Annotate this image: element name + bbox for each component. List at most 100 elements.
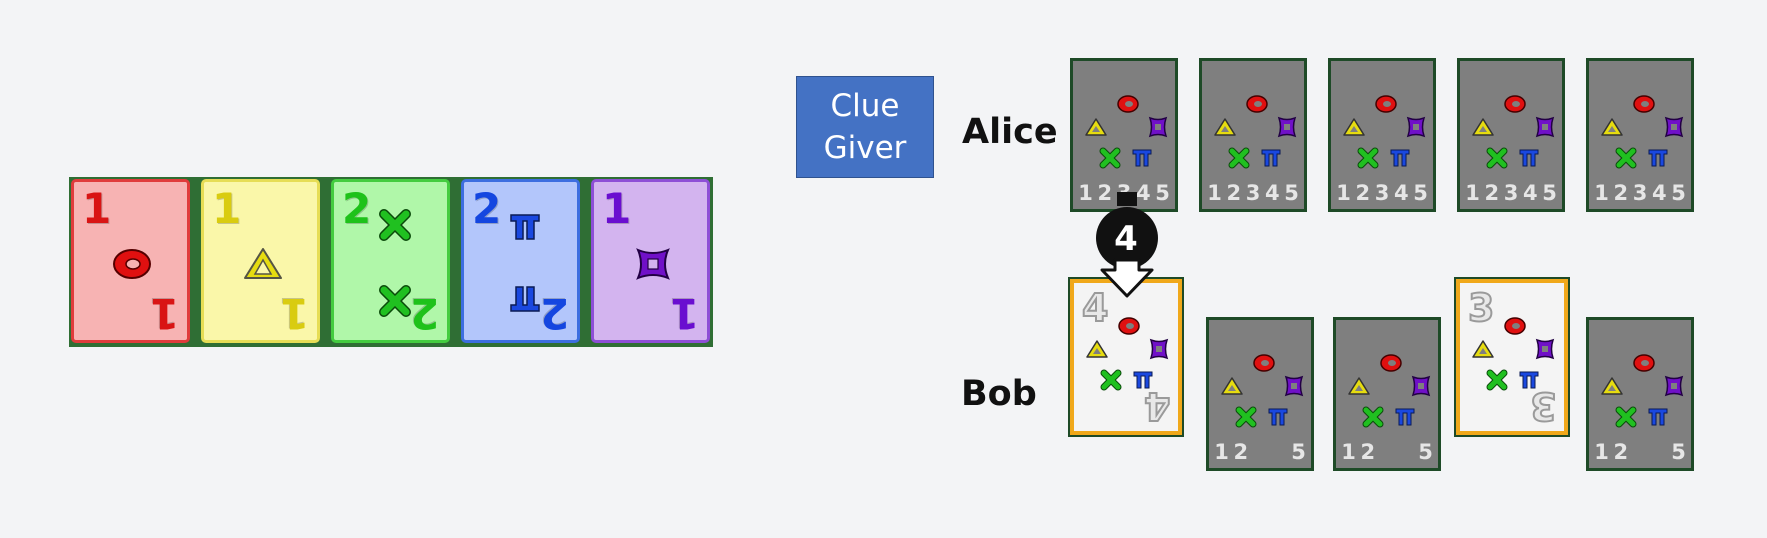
possible-rank: 5	[1284, 181, 1299, 205]
purple-square-icon	[1535, 116, 1555, 138]
possible-rank: 4	[1651, 181, 1667, 205]
clue-value: 4	[1114, 219, 1138, 259]
possible-rank: 3	[1374, 181, 1390, 205]
yellow-triangle-icon	[244, 248, 282, 279]
green-cross-icon	[1486, 147, 1508, 169]
clue-giver-line2: Giver	[823, 130, 907, 166]
possible-rank: 4	[1522, 181, 1538, 205]
rank-top: 2	[472, 184, 502, 233]
possible-rank: 1	[1341, 440, 1356, 464]
blue-pi-icon	[1261, 149, 1281, 167]
rank-bottom: 2	[409, 289, 439, 338]
rank-top: 1	[82, 184, 112, 233]
yellow-triangle-icon	[1086, 340, 1108, 358]
blue-pi-icon	[1648, 149, 1668, 167]
yellow-triangle-icon	[1085, 118, 1107, 136]
blue-pi-icon	[1519, 149, 1539, 167]
possible-rank: 5	[1413, 181, 1428, 205]
play-stack-blue: 2 2	[461, 179, 580, 343]
green-cross-icon	[1228, 147, 1250, 169]
card-pips	[1601, 354, 1684, 428]
green-cross-icon	[1615, 406, 1637, 428]
red-ring-icon	[1117, 95, 1139, 113]
possible-rank	[1397, 440, 1416, 464]
play-stack-red: 1 1	[71, 179, 190, 343]
green-cross-icon	[1099, 147, 1121, 169]
known-rank-top: 4	[1081, 286, 1109, 330]
possible-rank: 1	[1336, 181, 1351, 205]
possible-rank: 1	[1465, 181, 1480, 205]
yellow-triangle-icon	[1601, 118, 1623, 136]
card-pips	[1601, 95, 1684, 169]
purple-square-icon	[1411, 375, 1431, 397]
possible-rank: 2	[1484, 181, 1500, 205]
possible-rank	[1270, 440, 1289, 464]
play-stack-purple: 1 1	[591, 179, 710, 343]
blue-pi-icon	[1133, 371, 1153, 389]
green-cross-icon	[1100, 369, 1122, 391]
possible-rank: 2	[1613, 181, 1629, 205]
rank-bottom: 1	[149, 289, 179, 338]
possible-rank: 3	[1503, 181, 1519, 205]
known-rank-top: 3	[1467, 286, 1495, 330]
clue-arrow-icon	[1096, 192, 1158, 298]
blue-pi-icon	[1519, 371, 1539, 389]
possible-rank: 5	[1671, 181, 1686, 205]
card-pips	[1472, 95, 1555, 169]
player-name-bob: Bob	[961, 374, 1037, 414]
red-ring-icon	[113, 249, 151, 279]
purple-square-icon	[636, 248, 670, 280]
card-pips	[1085, 95, 1168, 169]
possible-rank: 2	[1226, 181, 1242, 205]
purple-square-icon	[1149, 338, 1169, 360]
possible-rank: 3	[1245, 181, 1261, 205]
player-name-alice: Alice	[962, 112, 1058, 152]
possible-rank	[1378, 440, 1397, 464]
green-cross-icon	[1486, 369, 1508, 391]
blue-pi-icon	[1395, 408, 1415, 426]
yellow-triangle-icon	[1343, 118, 1365, 136]
blue-pi-icon	[1390, 149, 1410, 167]
rank-bottom: 1	[669, 289, 699, 338]
play-stack-green: 2 2	[331, 179, 450, 343]
blue-pi-icon	[510, 214, 540, 240]
possible-rank: 2	[1233, 440, 1249, 464]
possible-rank: 4	[1135, 181, 1151, 205]
yellow-triangle-icon	[1214, 118, 1236, 136]
possible-rank: 5	[1291, 440, 1306, 464]
yellow-triangle-icon	[1472, 340, 1494, 358]
card-pips	[1086, 317, 1169, 391]
clue-giver-label: Clue Giver	[796, 76, 934, 178]
yellow-triangle-icon	[1348, 377, 1370, 395]
red-ring-icon	[1375, 95, 1397, 113]
possible-rank: 4	[1393, 181, 1409, 205]
possible-rank: 1	[1078, 181, 1093, 205]
purple-square-icon	[1535, 338, 1555, 360]
red-ring-icon	[1504, 95, 1526, 113]
clue-giver-line1: Clue	[830, 88, 900, 124]
card-pips	[1221, 354, 1304, 428]
possible-rank: 2	[1360, 440, 1376, 464]
blue-pi-icon	[1268, 408, 1288, 426]
green-cross-icon	[1357, 147, 1379, 169]
blue-pi-icon	[1648, 408, 1668, 426]
card-pips	[1214, 95, 1297, 169]
yellow-triangle-icon	[1221, 377, 1243, 395]
possible-rank: 5	[1155, 181, 1170, 205]
rank-top: 1	[602, 184, 632, 233]
possible-rank: 1	[1594, 181, 1609, 205]
possible-rank	[1650, 440, 1669, 464]
purple-square-icon	[1406, 116, 1426, 138]
